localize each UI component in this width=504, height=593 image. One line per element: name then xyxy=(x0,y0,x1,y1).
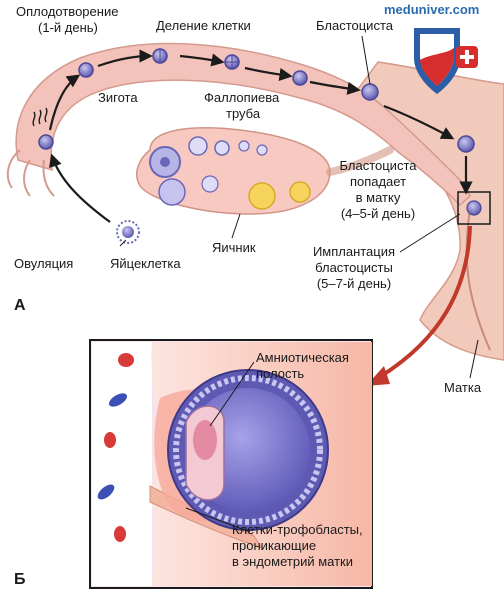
follicle xyxy=(201,175,219,193)
fimbriae xyxy=(6,149,55,197)
fallopian-tube-label-2: труба xyxy=(226,106,261,121)
blastocyst-entering-cell xyxy=(457,135,475,153)
trophoblast-label-3: в эндометрий матки xyxy=(232,554,353,569)
enters-uterus-label: Бластоциста xyxy=(339,158,417,173)
fertilization-label: Оплодотворение xyxy=(16,4,119,19)
follicle xyxy=(214,140,230,156)
white-blood-cell xyxy=(108,393,128,407)
egg-label: Яйцеклетка xyxy=(110,256,181,271)
zygote-label: Зигота xyxy=(98,90,138,105)
cleavage-cell xyxy=(152,48,168,64)
zygote-cell xyxy=(78,62,94,78)
amniotic-cavity-label: Амниотическая xyxy=(256,350,349,365)
red-blood-cell xyxy=(114,526,126,542)
amniotic-cavity-label-2: полость xyxy=(256,366,305,381)
trophoblast-label-2: проникающие xyxy=(232,538,317,553)
leader-lines xyxy=(119,35,479,379)
uterus-cavity-line xyxy=(465,209,491,351)
cleavage-label: Деление клетки xyxy=(156,18,251,33)
site-watermark: meduniver.com xyxy=(384,2,480,17)
implantation-day-label: (5–7-й день) xyxy=(316,276,392,291)
follicle xyxy=(256,144,268,156)
follicle xyxy=(188,136,208,156)
sperm-marks xyxy=(32,107,48,127)
blastocyst-cell xyxy=(361,83,379,101)
section-b-letter: Б xyxy=(14,571,26,588)
enters-uterus-label-2: попадает xyxy=(349,174,407,189)
egg-icon xyxy=(116,220,140,244)
corpus-luteum xyxy=(289,181,311,203)
implantation-label: Имплантация xyxy=(312,244,396,259)
migration-arrows xyxy=(48,49,473,223)
red-blood-cell xyxy=(104,432,116,448)
morula-cell xyxy=(292,70,308,86)
meduniver-logo-icon xyxy=(414,28,478,94)
follicle xyxy=(158,178,186,206)
trophoblast-ring xyxy=(173,375,323,525)
cleavage-cell-4 xyxy=(224,54,240,70)
ovary-label: Яичник xyxy=(212,240,256,255)
amniotic-cavity xyxy=(193,420,217,460)
oocyte-at-fertilization xyxy=(38,134,54,150)
blastocyst-label: Бластоциста xyxy=(316,18,393,33)
callout-arrow xyxy=(376,225,472,380)
corpus-luteum xyxy=(248,182,276,210)
follicle xyxy=(238,140,250,152)
implantation-label-2: бластоцисты xyxy=(315,260,393,275)
uterus-label: Матка xyxy=(444,380,482,395)
ovary xyxy=(136,127,394,215)
fertilization-day-label: (1-й день) xyxy=(38,20,98,35)
ovulation-label: Овуляция xyxy=(14,256,74,271)
implanted-blastocyst xyxy=(466,200,482,216)
enters-uterus-label-3: в матку xyxy=(355,190,401,205)
enters-uterus-day-label: (4–5-й день) xyxy=(340,206,416,221)
section-a-letter: А xyxy=(14,297,26,314)
trophoblast-label: Клетки-трофобласты, xyxy=(232,522,363,537)
implantation-site-box xyxy=(457,191,491,225)
red-blood-cell xyxy=(118,353,134,367)
inset-panel xyxy=(89,339,373,589)
fallopian-tube-label: Фаллопиева xyxy=(204,90,280,105)
white-blood-cell xyxy=(97,484,115,500)
